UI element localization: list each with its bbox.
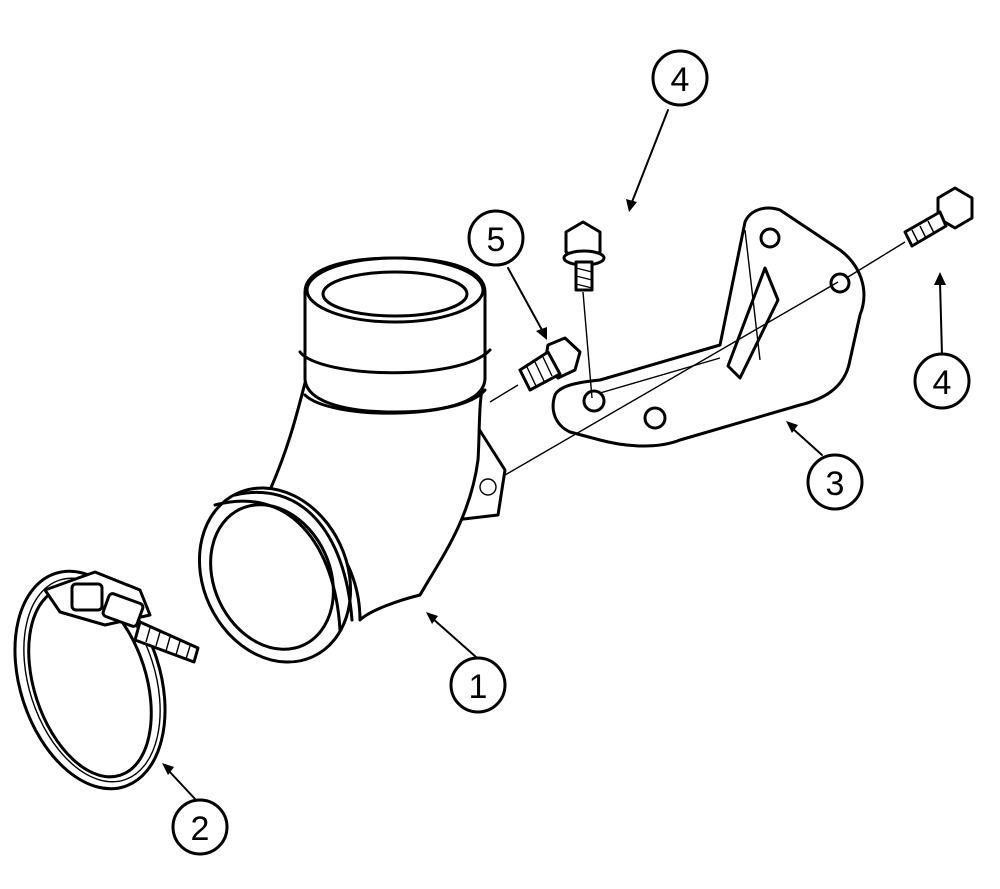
callout-1: 1 [449,656,507,714]
bolt-threads [911,220,935,243]
bolt-vertical [562,220,606,292]
arrowhead [162,763,174,775]
bracket-plate [551,206,866,448]
callout-2: 2 [171,798,229,856]
bolt-small [518,336,582,392]
bracket-hole-left [582,389,606,413]
leader-arrow-1 [431,617,477,658]
callout-label: 5 [487,221,506,259]
callout-label: 2 [191,810,210,848]
arrowhead [626,199,637,212]
elbow-side-bead-2 [213,499,342,632]
bolt-shank [903,210,948,248]
leader-arrow-2 [167,769,197,801]
bolt-horizontal [903,186,974,248]
leader-arrow-4b [939,281,943,356]
arrowhead [786,421,798,433]
callout-3: 3 [806,453,864,511]
support-bracket [551,206,866,448]
center-line [504,281,839,476]
clamp-trunnion [101,592,145,628]
leader-arrow-3 [791,427,823,456]
elbow-pipe [197,256,507,664]
bracket-hole-mid [829,272,851,294]
center-line [847,241,906,278]
bracket-bend-lines [599,229,761,394]
arrowhead [536,327,547,340]
callout-label: 1 [469,668,488,706]
elbow-collar-seam [303,388,487,415]
callout-5: 5 [467,209,525,267]
leader-arrow-5 [507,267,543,331]
elbow-top-opening [305,256,485,324]
callout-label: 3 [826,465,845,503]
elbow-side-inner-rim [209,503,335,651]
callout-label: 4 [933,364,952,402]
center-line [582,291,593,399]
bolt-threads [526,356,553,387]
callout-4a: 4 [651,49,709,107]
leader-arrow-4a [631,109,669,203]
bolt-threads [575,267,593,289]
callout-4b: 4 [913,352,971,410]
clamp-screw-threads [145,627,191,660]
clamp-nut [70,582,104,612]
elbow-top-inner-rim [321,270,469,318]
band-clamp [13,569,200,791]
arrowhead [934,272,946,285]
callout-label: 4 [671,61,690,99]
flange-hole [479,478,497,496]
bracket-hole-right [643,406,667,430]
elbow-collar-bead [298,348,492,375]
clamp-screw [133,620,200,664]
bracket-slot [726,266,780,380]
elbow-side-bead [233,490,354,622]
arrowhead [426,612,438,624]
bracket-hole-upper [759,227,781,249]
clamp-band-groove [23,577,161,783]
leader-arrows [162,109,946,801]
center-line [489,384,519,403]
assembly-lines [489,241,906,476]
